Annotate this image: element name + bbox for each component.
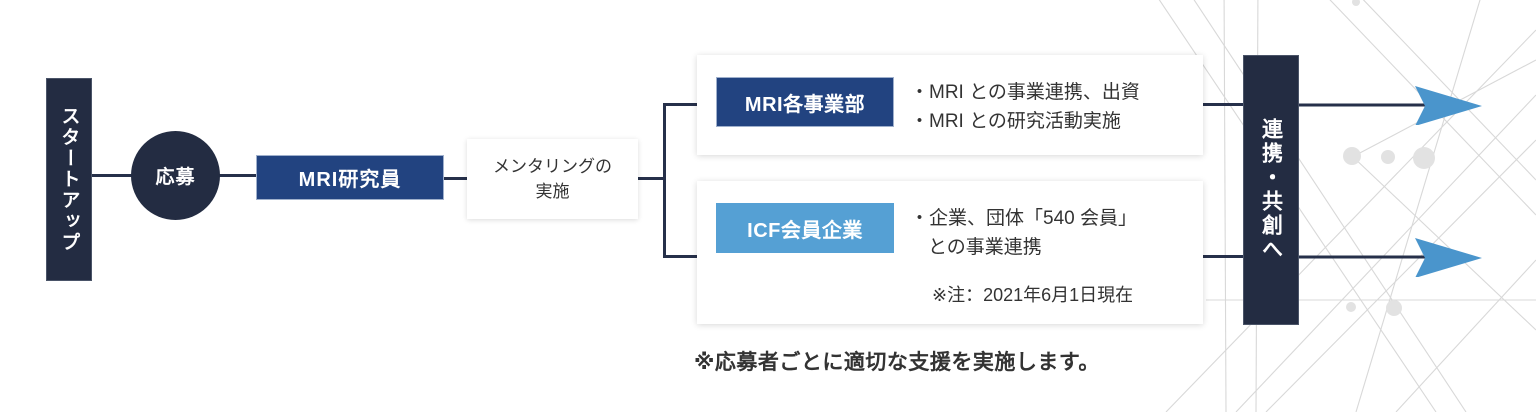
tag-icf-members-label: ICF会員企業: [747, 219, 863, 242]
card-icf-bullet-1-continued: との事業連携: [928, 237, 1042, 259]
connector-apply-to-researcher: [219, 174, 257, 177]
card-mri-bullet-1: ・MRI との事業連携、出資: [910, 82, 1140, 103]
mentoring-box: メンタリングの 実施: [467, 139, 638, 219]
startup-bar: スタートアップ: [46, 78, 92, 281]
outcome-card-mri-divisions: MRI各事業部 ・MRI との事業連携、出資 ・MRI との研究活動実施: [697, 55, 1203, 155]
apply-label: 応募: [155, 167, 196, 188]
startup-label: スタートアップ: [58, 106, 80, 253]
outgoing-arrow-top: [1297, 86, 1482, 125]
collaboration-label: 連携・共創へ: [1259, 118, 1283, 262]
connector-mri-card-to-collab: [1200, 103, 1245, 106]
mentoring-line-1: メンタリングの: [493, 156, 612, 176]
mentoring-line-2: 実施: [535, 182, 570, 201]
card-mri-divisions-body: ・MRI との事業連携、出資 ・MRI との研究活動実施: [910, 77, 1140, 137]
collaboration-bar: 連携・共創へ: [1243, 55, 1299, 325]
branch-vertical-line: [663, 103, 666, 258]
branch-top-arm: [663, 103, 699, 106]
connector-mentoring-to-branch: [637, 177, 666, 180]
card-icf-members-body: ・企業、団体「540 会員」 との事業連携 ※注：2021年6月1日現在: [910, 203, 1137, 310]
outcome-card-icf-members: ICF会員企業 ・企業、団体「540 会員」 との事業連携 ※注：2021年6月…: [697, 181, 1203, 324]
tag-icf-members: ICF会員企業: [716, 203, 894, 253]
connector-startup-to-apply: [92, 174, 132, 177]
branch-bottom-arm: [663, 255, 699, 258]
card-mri-bullet-2: ・MRI との研究活動実施: [910, 111, 1121, 133]
tag-mri-divisions: MRI各事業部: [716, 77, 894, 127]
apply-circle: 応募: [131, 131, 220, 220]
connector-researcher-to-mentoring: [443, 177, 468, 180]
card-icf-bullet-1: ・企業、団体「540 会員」: [910, 208, 1137, 229]
tag-mri-divisions-label: MRI各事業部: [744, 93, 866, 116]
mri-researcher-box: MRI研究員: [256, 155, 444, 200]
card-icf-note: ※注：2021年6月1日現在: [932, 284, 1134, 305]
footnote: ※応募者ごとに適切な支援を実施します。: [694, 351, 1100, 374]
outgoing-arrow-bottom: [1297, 238, 1482, 277]
mri-researcher-label: MRI研究員: [298, 169, 402, 191]
connector-icf-card-to-collab: [1200, 255, 1245, 258]
